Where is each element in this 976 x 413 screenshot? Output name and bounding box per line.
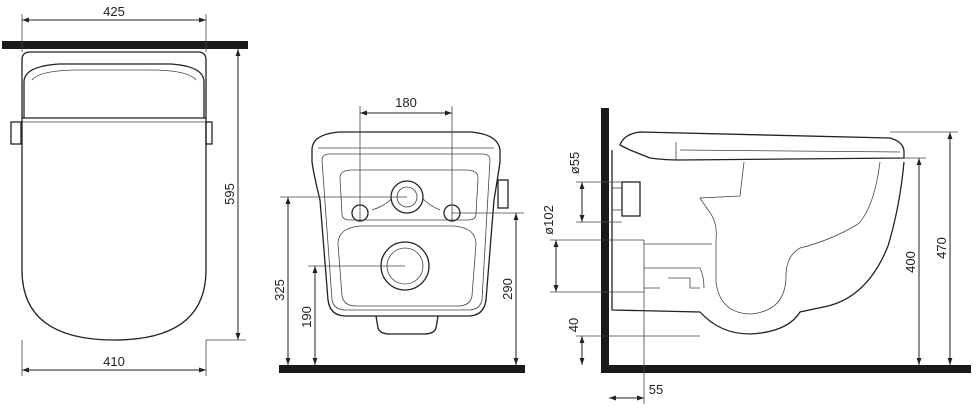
side-lid: [619, 131, 905, 161]
rear-floor: [279, 365, 525, 373]
front-lid-inner: [31, 69, 197, 81]
side-bowl-outline: [611, 150, 905, 335]
dim-190: 190: [299, 306, 314, 328]
rear-lower-panel: [337, 225, 477, 307]
side-trap: [644, 243, 712, 289]
dim-180: 180: [395, 95, 417, 110]
side-floor: [601, 365, 971, 373]
front-connector-left: [10, 121, 22, 145]
side-view: ø55 ø102 40 55 400 470: [541, 108, 971, 404]
dim-325: 325: [272, 279, 287, 301]
dim-595: 595: [222, 183, 237, 205]
dim-40: 40: [566, 318, 581, 332]
side-wall: [601, 108, 609, 373]
side-bowl-inner: [699, 161, 881, 315]
dim-400: 400: [903, 251, 918, 273]
front-connector-right: [205, 121, 213, 145]
side-inlet-connector: [621, 181, 641, 217]
dim-55: 55: [649, 382, 663, 397]
rear-inner-frame: [318, 147, 494, 311]
rear-body-outline: [311, 131, 501, 317]
rear-upper-panel: [339, 169, 479, 221]
rear-view: 180 325 190 290: [272, 95, 525, 373]
front-bowl-outline: [21, 51, 207, 341]
rear-foot: [375, 315, 439, 335]
front-wall-top: [2, 41, 248, 49]
side-seat-line: [679, 149, 901, 153]
front-lid: [23, 63, 205, 118]
dim-425: 425: [103, 4, 125, 19]
rear-connector: [497, 179, 509, 209]
front-view: 425 410 595: [2, 4, 248, 376]
rear-rib: [371, 197, 441, 211]
dim-dia-102: ø102: [541, 205, 556, 235]
dim-dia-55: ø55: [567, 152, 582, 174]
dim-410: 410: [103, 354, 125, 369]
dim-290: 290: [500, 278, 515, 300]
dim-470: 470: [934, 237, 949, 259]
